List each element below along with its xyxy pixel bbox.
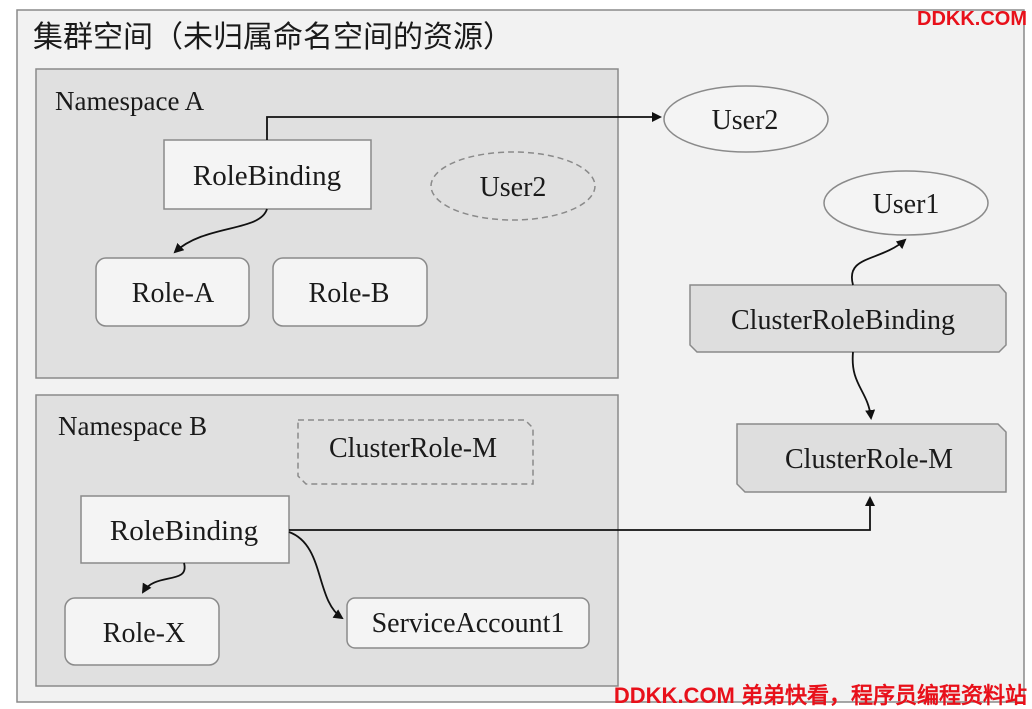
cluster-user2-label: User2 xyxy=(712,105,779,136)
cluster-rolebinding-label: ClusterRoleBinding xyxy=(731,305,955,336)
edge-ns-a-rolebinding-to-role-a xyxy=(173,208,268,254)
role-x[interactable]: Role-X xyxy=(64,597,220,666)
edge-ns-b-rolebinding-to-cluster-role xyxy=(289,496,875,531)
namespace-a: Namespace A RoleBinding User2 Role-A Rol… xyxy=(35,68,619,379)
role-a[interactable]: Role-A xyxy=(95,257,250,327)
cluster-user2[interactable]: User2 xyxy=(663,85,829,153)
edge-clusterrolebinding-to-user1 xyxy=(850,238,907,286)
service-account-1-label: ServiceAccount1 xyxy=(372,608,565,639)
connectors xyxy=(141,112,907,620)
namespace-b-label: Namespace B xyxy=(58,411,207,441)
edge-ns-b-rolebinding-to-service-account xyxy=(288,531,344,620)
cluster-user1[interactable]: User1 xyxy=(823,170,989,236)
namespace-b-clusterrole-label: ClusterRole-M xyxy=(329,433,497,464)
cluster-role-m[interactable]: ClusterRole-M xyxy=(736,423,1007,493)
namespace-a-user2-label: User2 xyxy=(480,172,547,203)
namespace-a-rolebinding-label: RoleBinding xyxy=(193,160,341,192)
role-b[interactable]: Role-B xyxy=(272,257,428,327)
namespace-b-clusterrole-ghost[interactable]: ClusterRole-M xyxy=(297,419,534,485)
edge-ns-a-rolebinding-to-user2 xyxy=(266,112,662,140)
service-account-1[interactable]: ServiceAccount1 xyxy=(346,597,590,649)
role-a-label: Role-A xyxy=(132,278,215,309)
namespace-a-rolebinding[interactable]: RoleBinding xyxy=(163,139,372,210)
watermark-top: DDKK.COM xyxy=(917,8,1027,30)
namespace-b-rolebinding[interactable]: RoleBinding xyxy=(80,495,290,564)
namespace-b-rolebinding-label: RoleBinding xyxy=(110,515,258,547)
namespace-a-user2-ghost[interactable]: User2 xyxy=(430,151,596,221)
cluster-title: 集群空间（未归属命名空间的资源） xyxy=(33,21,513,54)
cluster-rolebinding[interactable]: ClusterRoleBinding xyxy=(689,284,1007,353)
watermark-bottom: DDKK.COM 弟弟快看，程序员编程资料站 xyxy=(614,683,1027,708)
edge-ns-b-rolebinding-to-role-x xyxy=(141,562,186,594)
edge-clusterrolebinding-to-cluster-role xyxy=(851,351,876,420)
role-b-label: Role-B xyxy=(309,278,390,309)
namespace-b: Namespace B ClusterRole-M RoleBinding Ro… xyxy=(35,394,619,687)
namespace-a-label: Namespace A xyxy=(55,86,205,116)
cluster-role-m-label: ClusterRole-M xyxy=(785,444,953,475)
role-x-label: Role-X xyxy=(103,618,185,649)
cluster-user1-label: User1 xyxy=(873,189,940,220)
